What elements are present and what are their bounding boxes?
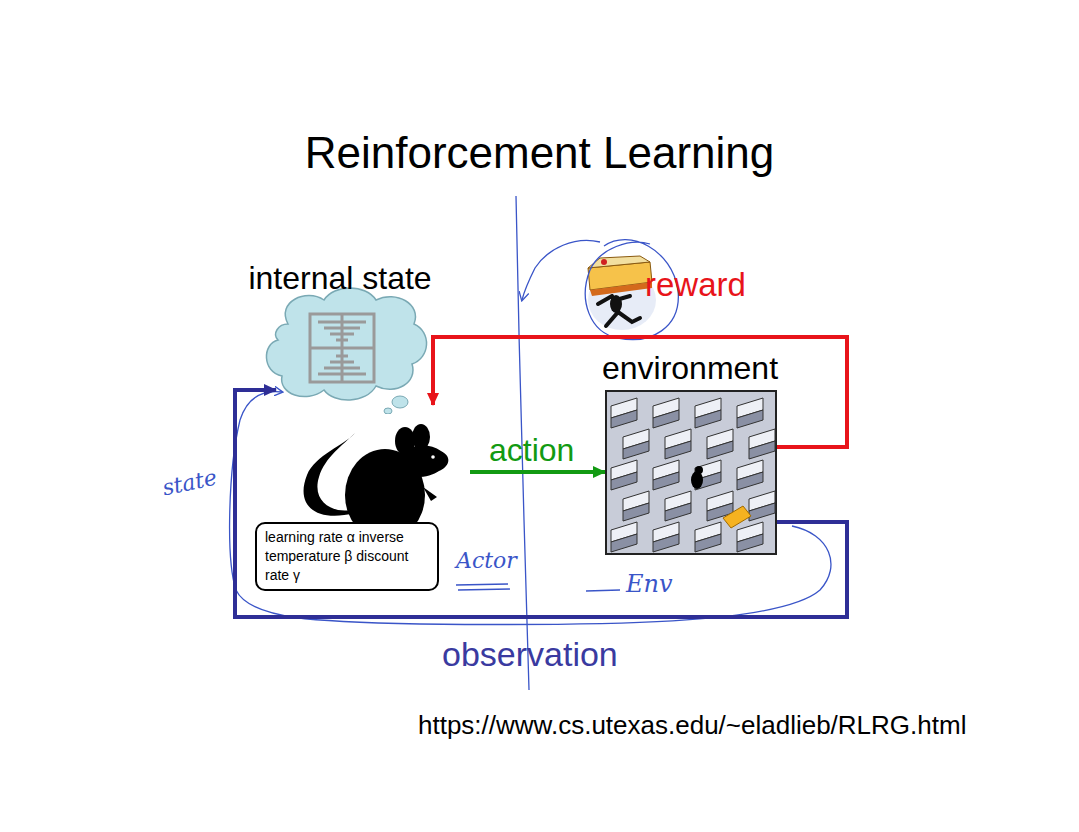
- handwritten-note: Actor: [456, 548, 517, 573]
- handwritten-note: Env: [626, 570, 673, 598]
- source-url: https://www.cs.utexas.edu/~eladlieb/RLRG…: [418, 710, 966, 741]
- thought-cloud: internal state: [226, 258, 454, 414]
- parameter-list: learning rate α inverse temperature β di…: [265, 528, 429, 585]
- maze-walls: [611, 398, 775, 552]
- parameter-box: learning rate α inverse temperature β di…: [255, 522, 439, 591]
- node-heading: environment: [590, 350, 790, 387]
- edge-label: action: [487, 432, 576, 469]
- title: Reinforcement Learning: [0, 128, 1079, 178]
- handwritten-note: state: [160, 465, 219, 501]
- maze-picture: [605, 390, 777, 555]
- node-heading: internal state: [226, 260, 454, 297]
- flow-arrow: [235, 390, 847, 617]
- environment-box: environment: [600, 350, 780, 555]
- edge-label: observation: [440, 635, 620, 674]
- edge-label: reward: [643, 266, 748, 304]
- maze-icon: [310, 314, 374, 382]
- agent-box: learning rate α inverse temperature β di…: [255, 405, 470, 600]
- flow-arrow: [470, 470, 605, 474]
